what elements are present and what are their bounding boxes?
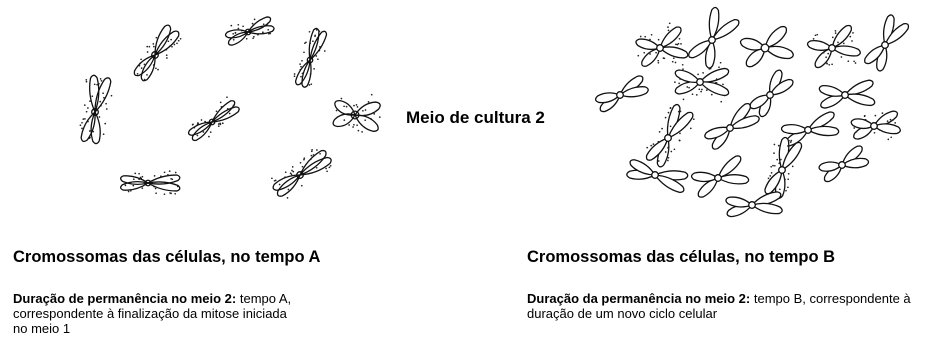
chromosome — [293, 27, 328, 88]
culture-medium-label: Meio de cultura 2 — [406, 108, 545, 127]
chromosome — [749, 69, 794, 118]
chromosome — [806, 24, 861, 69]
chromosome — [864, 14, 910, 72]
chromosome — [635, 22, 689, 67]
panel-a-desc-bold: Duração de permanência no meio 2: — [13, 291, 237, 306]
chromosome — [645, 103, 695, 168]
chromosome — [224, 16, 275, 46]
chromosome — [79, 74, 113, 145]
chromosome — [271, 149, 332, 199]
chromosome — [780, 111, 840, 147]
chromosome — [850, 110, 901, 141]
chromosome — [674, 61, 730, 103]
chromosome — [626, 159, 689, 194]
panel-b-description: Duração da permanência no meio 2: tempo … — [527, 291, 942, 321]
panel-a-title: Cromossomas das células, no tempo A — [13, 248, 321, 266]
chromosome — [818, 79, 876, 109]
panel-a-description: Duração de permanência no meio 2: tempo … — [13, 291, 303, 336]
chromosome — [120, 170, 181, 196]
chromosome — [688, 6, 740, 69]
chromosome — [690, 155, 750, 198]
panel-b-desc-text: tempo B, correspondente à duração de um … — [527, 291, 911, 321]
chromosome — [187, 96, 240, 142]
panel-b-desc-bold: Duração da permanência no meio 2: — [527, 291, 751, 306]
chromosomes-time-b — [595, 6, 910, 218]
chromosome-illustration — [79, 6, 910, 218]
chromosome — [725, 191, 783, 218]
chromosome — [595, 75, 649, 113]
chromosome — [332, 93, 381, 133]
chromosome — [764, 136, 803, 199]
chromosome — [133, 24, 182, 82]
chromosome — [818, 145, 870, 183]
panel-a-desc-text: tempo A, correspondente à finalização da… — [13, 291, 292, 336]
chromosomes-time-a — [79, 16, 381, 199]
chromosome — [739, 25, 794, 68]
chromosome — [704, 102, 760, 150]
panel-b-title: Cromossomas das células, no tempo B — [527, 248, 836, 266]
